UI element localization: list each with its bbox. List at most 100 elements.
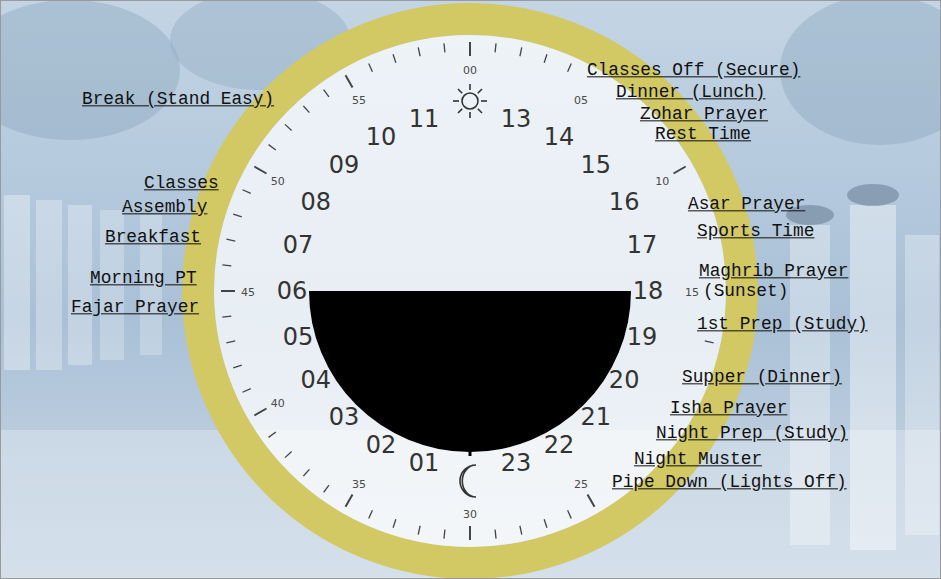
schedule-label: Rest Time <box>655 124 751 145</box>
minute-tick <box>369 64 373 72</box>
hour-pin: 18 <box>633 278 664 304</box>
sun-disc <box>462 93 478 109</box>
minute-tick <box>221 290 235 292</box>
cadet-figure <box>850 205 896 550</box>
minute-tick <box>243 389 251 393</box>
sun-ray <box>478 89 482 93</box>
minute-tick <box>254 409 266 416</box>
minute-number: 50 <box>271 176 285 188</box>
minute-tick <box>418 47 420 56</box>
minute-tick <box>226 341 235 343</box>
hour-number: 05 <box>283 324 314 350</box>
schedule-pin: Asar Prayer <box>688 194 805 215</box>
minute-pin: 40 <box>271 393 285 411</box>
schedule-pin: Classes Off (Secure) <box>587 60 800 81</box>
schedule-label: Assembly <box>122 197 207 218</box>
cadet-figure <box>905 235 939 535</box>
schedule-pin: Assembly <box>122 197 207 218</box>
schedule-pin: 1st Prep (Study) <box>697 314 868 335</box>
sun-ray <box>458 89 462 93</box>
minute-pin: 45 <box>241 282 255 300</box>
sun-ray <box>458 109 462 113</box>
hour-number: 21 <box>581 404 612 430</box>
schedule-label: Night Muster <box>634 449 762 470</box>
hour-pin: 01 <box>409 450 440 476</box>
minute-number: 45 <box>241 287 255 299</box>
schedule-label: Night Prep (Study) <box>656 423 848 444</box>
hour-pin: 10 <box>366 124 397 150</box>
tree-shape <box>780 0 941 145</box>
minute-pin: 50 <box>271 171 285 189</box>
minute-tick <box>233 365 242 368</box>
minute-tick <box>705 341 714 343</box>
schedule-label: Morning PT <box>90 268 197 289</box>
schedule-pin: Rest Time <box>655 124 751 145</box>
hour-pin: 19 <box>627 324 658 350</box>
schedule-label: Break (Stand Easy) <box>82 89 274 110</box>
hour-pin: 06 <box>277 278 308 304</box>
schedule-label: Breakfast <box>105 227 201 248</box>
minute-tick <box>494 530 496 539</box>
schedule-label: 1st Prep (Study) <box>697 314 868 335</box>
schedule-pin: Breakfast <box>105 227 201 248</box>
minute-tick <box>544 54 547 63</box>
schedule-label: Sports Time <box>697 221 814 242</box>
sun-ray <box>478 109 482 113</box>
hour-number: 03 <box>329 404 360 430</box>
hour-number: 10 <box>366 124 397 150</box>
minute-tick <box>674 167 686 174</box>
minute-tick <box>544 519 547 528</box>
minute-number: 55 <box>352 95 366 107</box>
minute-tick <box>469 526 471 540</box>
minute-tick <box>369 510 373 518</box>
sun-ray <box>481 100 487 102</box>
minute-pin: 30 <box>463 504 477 522</box>
cadet-figure <box>36 200 62 370</box>
minute-pin: 15 <box>685 282 699 300</box>
minute-tick <box>226 239 235 241</box>
hour-pin: 16 <box>609 189 640 215</box>
minute-tick <box>243 190 251 194</box>
hour-pin: 14 <box>544 124 575 150</box>
minute-pin: 55 <box>352 90 366 108</box>
hour-number: 13 <box>501 106 532 132</box>
minute-tick <box>233 214 242 217</box>
minute-pin: 05 <box>574 90 588 108</box>
minute-number: 40 <box>271 398 285 410</box>
minute-tick <box>269 432 276 437</box>
hour-pin: 23 <box>501 450 532 476</box>
hour-number: 18 <box>633 278 664 304</box>
hour-number: 17 <box>627 232 658 258</box>
hour-pin: 07 <box>283 232 314 258</box>
schedule-pin: Morning PT <box>90 268 197 289</box>
minute-pin: 35 <box>352 474 366 492</box>
hour-number: 19 <box>627 324 658 350</box>
sun-ray <box>469 84 471 90</box>
minute-number: 05 <box>574 95 588 107</box>
hour-number: 04 <box>301 367 332 393</box>
hour-number: 22 <box>544 432 575 458</box>
minute-pin: 10 <box>655 171 669 189</box>
hour-number: 02 <box>366 432 397 458</box>
minute-tick <box>520 526 522 535</box>
tree-shape <box>0 0 180 140</box>
minute-tick <box>346 75 353 87</box>
schedule-pin: Classes <box>144 173 219 194</box>
hour-number: 20 <box>609 367 640 393</box>
schedule-label: Isha Prayer <box>670 398 787 419</box>
minute-tick <box>443 530 445 539</box>
schedule-label: Supper (Dinner) <box>682 367 842 388</box>
minute-tick <box>303 106 309 113</box>
schedule-label: Pipe Down (Lights Off) <box>612 472 847 493</box>
minute-pin: 00 <box>463 60 477 78</box>
schedule-label: Fajar Prayer <box>71 297 199 318</box>
moon-symbol <box>460 465 476 497</box>
hour-pin: 22 <box>544 432 575 458</box>
minute-tick <box>469 42 471 56</box>
schedule-pin: Zohar Prayer <box>640 104 768 125</box>
hour-number: 06 <box>277 278 308 304</box>
sun-ray <box>469 112 471 118</box>
schedule-pin: Pipe Down (Lights Off) <box>612 472 847 493</box>
hour-number: 14 <box>544 124 575 150</box>
